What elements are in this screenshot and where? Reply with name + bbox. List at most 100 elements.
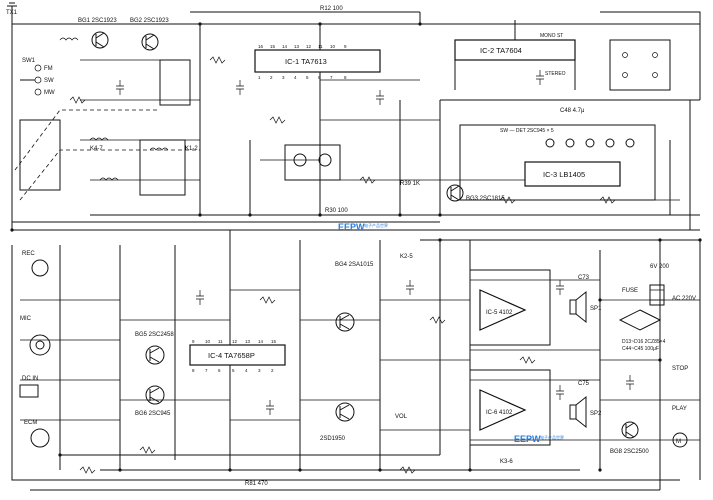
c48-label: C48 4.7μ <box>560 108 585 114</box>
diode-note: D13~D16 2CZ85×4 <box>622 339 666 345</box>
power-supply: 6V 200 FUSE D13~D16 2CZ85×4 C44~C45 100μ… <box>618 264 696 352</box>
capacitors <box>116 70 634 415</box>
bg1-label: BG1 2SC1923 <box>78 18 117 24</box>
ic1-label: IC-1 TA7613 <box>285 57 327 66</box>
transistor-bg6: BG6 2SC945 <box>135 385 171 417</box>
mixer-block <box>284 144 341 181</box>
cap-note: C44~C45 100μF <box>622 346 659 352</box>
svg-text:8: 8 <box>344 75 347 80</box>
play-label: PLAY <box>672 406 687 412</box>
bg8-label: BG8 2SC2500 <box>610 449 649 455</box>
ic6-label: IC-6 4102 <box>486 410 513 416</box>
r81-label: R81 470 <box>245 481 268 487</box>
speaker-1: SP1 <box>569 290 602 324</box>
watermark-sub-2: 电子产品世界 <box>540 434 564 440</box>
ic5-label: IC-5 4102 <box>486 310 513 316</box>
k1-label: K1-2 <box>185 146 198 152</box>
stereo-label: STEREO <box>545 71 566 77</box>
svg-text:2: 2 <box>271 368 274 373</box>
ecm-label: ECM <box>24 420 37 426</box>
switch-block-top-right <box>609 39 671 91</box>
bg4-label: BG4 2SA1015 <box>335 262 374 268</box>
mono-st-label: MONO ST <box>540 33 563 39</box>
svg-text:10: 10 <box>330 44 336 49</box>
svg-text:6: 6 <box>318 75 321 80</box>
svg-text:12: 12 <box>306 44 312 49</box>
band-switch: FM SW MW SW1 <box>20 58 55 96</box>
c73-label: C73 <box>578 275 590 281</box>
svg-text:3: 3 <box>258 368 261 373</box>
watermark: EEPW 电子产品世界 EEPW 电子产品世界 <box>338 222 564 444</box>
svg-text:15: 15 <box>270 44 276 49</box>
bg5-label: BG5 2SC2458 <box>135 332 174 338</box>
bg3-label: BG3 2SC1815 <box>466 196 505 202</box>
ic3-label: IC-3 LB1405 <box>543 170 585 179</box>
svg-text:4: 4 <box>245 368 248 373</box>
rec-head: REC <box>22 251 49 277</box>
svg-text:11: 11 <box>218 339 223 344</box>
resistors <box>69 56 616 474</box>
power-label: 6V 200 <box>650 264 670 270</box>
ecm-input: ECM <box>24 420 50 448</box>
band-fm-label: FM <box>44 66 53 72</box>
mic-label: MIC <box>20 316 32 322</box>
motor-stop: M STOP PLAY <box>672 366 688 448</box>
vol-label: VOL <box>395 414 408 420</box>
antenna: TX1 <box>6 2 18 16</box>
led-driver-label: SW — DET 2SC945 × 5 <box>500 128 554 134</box>
svg-text:1: 1 <box>258 75 261 80</box>
svg-text:15: 15 <box>271 339 277 344</box>
svg-text:9: 9 <box>344 44 347 49</box>
mic-input: MIC <box>20 316 51 356</box>
ic4-label: IC-4 TA7658P <box>208 351 255 360</box>
transistor-bg4: BG4 2SA1015 <box>335 262 374 332</box>
stop-label: STOP <box>672 366 688 372</box>
svg-text:8: 8 <box>192 368 195 373</box>
svg-text:14: 14 <box>282 44 288 49</box>
svg-text:M: M <box>676 439 681 445</box>
svg-text:12: 12 <box>232 339 238 344</box>
r30-label: R30 100 <box>325 208 348 214</box>
led-array <box>545 138 635 148</box>
sp2-label: SP2 <box>590 411 602 417</box>
svg-text:2: 2 <box>270 75 273 80</box>
svg-text:9: 9 <box>192 339 195 344</box>
watermark-main-2: EEPW <box>514 434 541 444</box>
bg2-label: BG2 2SC1923 <box>130 18 169 24</box>
sp1-label: SP1 <box>590 306 602 312</box>
svg-text:7: 7 <box>205 368 208 373</box>
band-sw-label: SW <box>44 78 54 84</box>
rf-coils <box>19 37 191 196</box>
bg9-label: 2SD1950 <box>320 436 346 442</box>
dc-jack: DC IN <box>19 376 39 398</box>
svg-text:13: 13 <box>294 44 300 49</box>
svg-text:5: 5 <box>306 75 309 80</box>
transistor-bg3: BG3 2SC1815 <box>446 184 505 202</box>
watermark-main: EEPW <box>338 222 365 232</box>
svg-text:5: 5 <box>232 368 235 373</box>
transistor-bg1: BG1 2SC1923 <box>78 18 117 49</box>
svg-text:11: 11 <box>318 44 323 49</box>
ac-label: AC 220V <box>672 296 696 302</box>
ic2-block: IC-2 TA7604 MONO ST STEREO <box>454 20 576 90</box>
k4-label: K4-7 <box>90 146 103 152</box>
svg-text:16: 16 <box>258 44 264 49</box>
watermark-sub: 电子产品世界 <box>364 222 388 228</box>
rec-label: REC <box>22 251 35 257</box>
r39-label: R39 1K <box>400 181 420 187</box>
k2-label: K2-5 <box>400 254 413 260</box>
band-switch-label: SW1 <box>22 58 36 64</box>
svg-text:6: 6 <box>218 368 221 373</box>
band-mw-label: MW <box>44 90 55 96</box>
svg-text:14: 14 <box>258 339 264 344</box>
bg6-label: BG6 2SC945 <box>135 411 171 417</box>
wiring <box>11 11 701 491</box>
antenna-label: TX1 <box>6 10 18 16</box>
svg-text:4: 4 <box>294 75 297 80</box>
svg-text:3: 3 <box>282 75 285 80</box>
svg-text:10: 10 <box>205 339 211 344</box>
dc-in-label: DC IN <box>22 376 38 382</box>
